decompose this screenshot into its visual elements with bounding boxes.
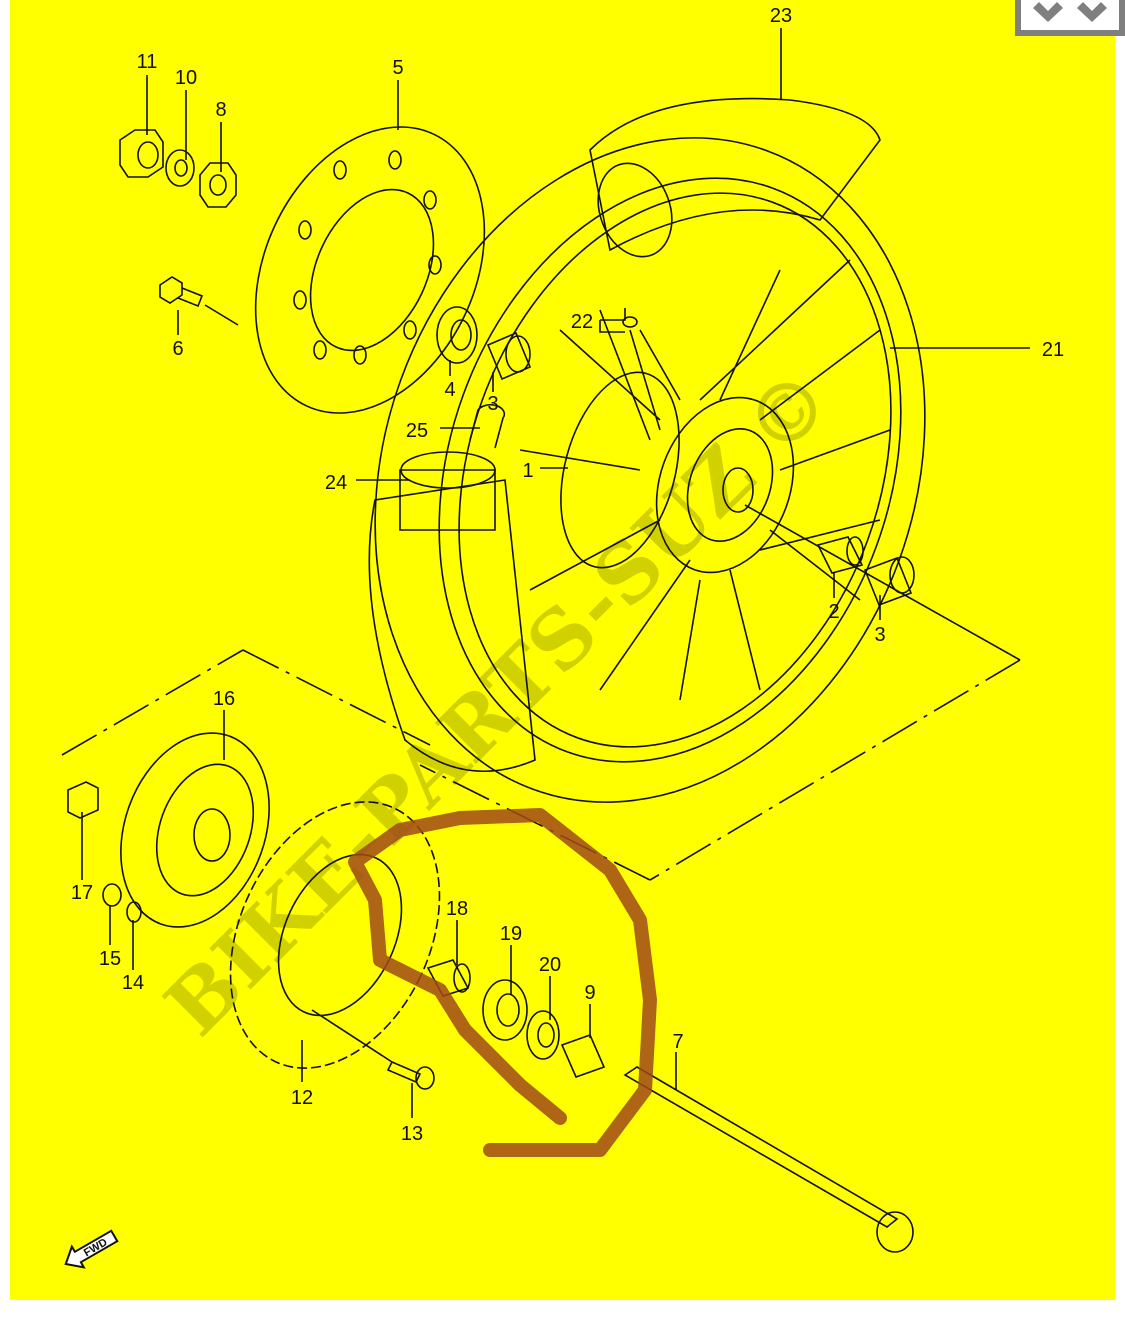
- spacer-2: [816, 536, 864, 574]
- oil-seal-20: [526, 1010, 560, 1060]
- label-20[interactable]: 20: [539, 954, 561, 976]
- hand-drawn-annotation: [348, 808, 657, 1157]
- nut-8: [199, 162, 237, 208]
- label-3[interactable]: 3: [487, 393, 498, 415]
- label-1[interactable]: 1: [522, 460, 533, 482]
- label-11[interactable]: 11: [137, 51, 158, 73]
- oil-seal-4: [436, 306, 478, 364]
- nut-15: [102, 883, 122, 907]
- axle-7: [623, 1066, 914, 1253]
- label-8[interactable]: 8: [215, 99, 226, 121]
- sprocket-carrier: [120, 732, 270, 928]
- bearing-3: [486, 331, 532, 381]
- label-14[interactable]: 14: [122, 972, 144, 994]
- label-12[interactable]: 12: [291, 1087, 313, 1109]
- wheel-hub-spokes: [519, 259, 1021, 701]
- label-15[interactable]: 15: [99, 948, 121, 970]
- label-21[interactable]: 21: [1042, 339, 1064, 361]
- damper-17: [67, 781, 99, 819]
- brake-disc: [254, 126, 486, 414]
- bolt-13: [311, 1009, 435, 1090]
- label-6[interactable]: 6: [172, 338, 183, 360]
- label-16[interactable]: 16: [213, 688, 235, 710]
- expand-chevrons-icon: [1033, 2, 1107, 22]
- label-18[interactable]: 18: [446, 898, 468, 920]
- label-10[interactable]: 10: [175, 67, 197, 89]
- label-9[interactable]: 9: [584, 982, 595, 1004]
- bearing-3-right: [863, 556, 915, 607]
- bolt-6: [159, 276, 239, 326]
- label-5[interactable]: 5: [392, 57, 403, 79]
- label-13[interactable]: 13: [401, 1123, 423, 1145]
- expand-button[interactable]: [1015, 0, 1125, 36]
- part-labels: 23 11 10 8 5 6 22 21 4 3 25 24 1 2 3 16 …: [71, 5, 1064, 1145]
- washer-14: [126, 901, 142, 923]
- label-25[interactable]: 25: [406, 420, 428, 442]
- leader-lines: [81, 28, 1030, 1118]
- rear-tire: [368, 97, 926, 803]
- label-23[interactable]: 23: [770, 5, 792, 27]
- label-2[interactable]: 2: [828, 601, 839, 623]
- label-7[interactable]: 7: [672, 1031, 683, 1053]
- label-24[interactable]: 24: [325, 472, 347, 494]
- washer-10: [165, 149, 195, 187]
- label-17[interactable]: 17: [71, 882, 93, 904]
- nut-11: [119, 129, 164, 178]
- label-4[interactable]: 4: [444, 379, 455, 401]
- label-22[interactable]: 22: [571, 311, 593, 333]
- label-3-right[interactable]: 3: [874, 624, 885, 646]
- bearing-19: [482, 979, 528, 1041]
- label-19[interactable]: 19: [500, 923, 522, 945]
- diagram-background: [10, 0, 1115, 1300]
- spacer-9: [560, 1033, 606, 1079]
